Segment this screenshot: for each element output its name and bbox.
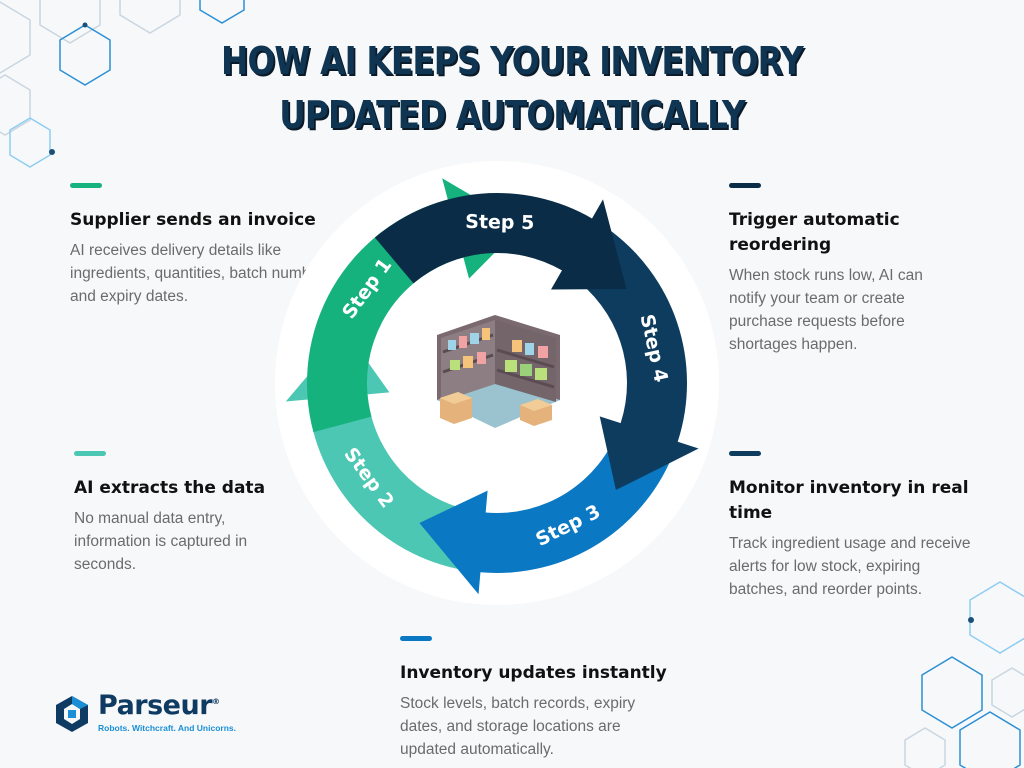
- step-5-text: When stock runs low, AI can notify your …: [729, 267, 923, 353]
- registered-mark: ®: [212, 697, 220, 706]
- warehouse-shelves-icon: [437, 315, 560, 428]
- parseur-logo: Parseur® Robots. Witchcraft. And Unicorn…: [52, 690, 252, 740]
- step-1-description: Supplier sends an invoice AI receives de…: [70, 183, 340, 308]
- step-3-bar: [400, 636, 432, 641]
- title-line-1: HOW AI KEEPS YOUR INVENTORY: [221, 39, 804, 83]
- step-5-label: Step 5: [465, 211, 534, 234]
- logo-name: Parseur®: [98, 690, 220, 721]
- step-5-description: Trigger automatic reordering When stock …: [729, 183, 964, 356]
- step-5-heading: Trigger automatic reordering: [729, 210, 900, 255]
- step-1-heading: Supplier sends an invoice: [70, 210, 316, 230]
- logo-tagline: Robots. Witchcraft. And Unicorns.: [98, 723, 236, 733]
- step-4-heading: Monitor inventory in real time: [729, 478, 969, 523]
- step-5-bar: [729, 183, 761, 188]
- page-title: HOW AI KEEPS YOUR INVENTORY UPDATED AUTO…: [72, 34, 953, 142]
- step-4-description: Monitor inventory in real time Track ing…: [729, 451, 979, 601]
- step-2-text: No manual data entry, information is cap…: [74, 510, 248, 573]
- hexagon-decoration-bottom-right: [904, 581, 1024, 768]
- parseur-logo-icon: [56, 696, 88, 732]
- step-1-text: AI receives delivery details like ingred…: [70, 242, 337, 305]
- step-5-arrow: [374, 192, 627, 290]
- step-2-heading: AI extracts the data: [74, 478, 266, 498]
- step-4-text: Track ingredient usage and receive alert…: [729, 535, 971, 598]
- step-3-text: Stock levels, batch records, expiry date…: [400, 695, 636, 758]
- step-2-bar: [74, 451, 106, 456]
- step-4-bar: [729, 451, 761, 456]
- step-4-arrow: [571, 227, 699, 491]
- hexagon-decoration-top-left: [0, 0, 245, 168]
- step-3-heading: Inventory updates instantly: [400, 663, 667, 683]
- step-1-bar: [70, 183, 102, 188]
- title-line-2: UPDATED AUTOMATICALLY: [279, 93, 745, 137]
- step-3-description: Inventory updates instantly Stock levels…: [400, 636, 680, 761]
- step-2-description: AI extracts the data No manual data entr…: [74, 451, 299, 576]
